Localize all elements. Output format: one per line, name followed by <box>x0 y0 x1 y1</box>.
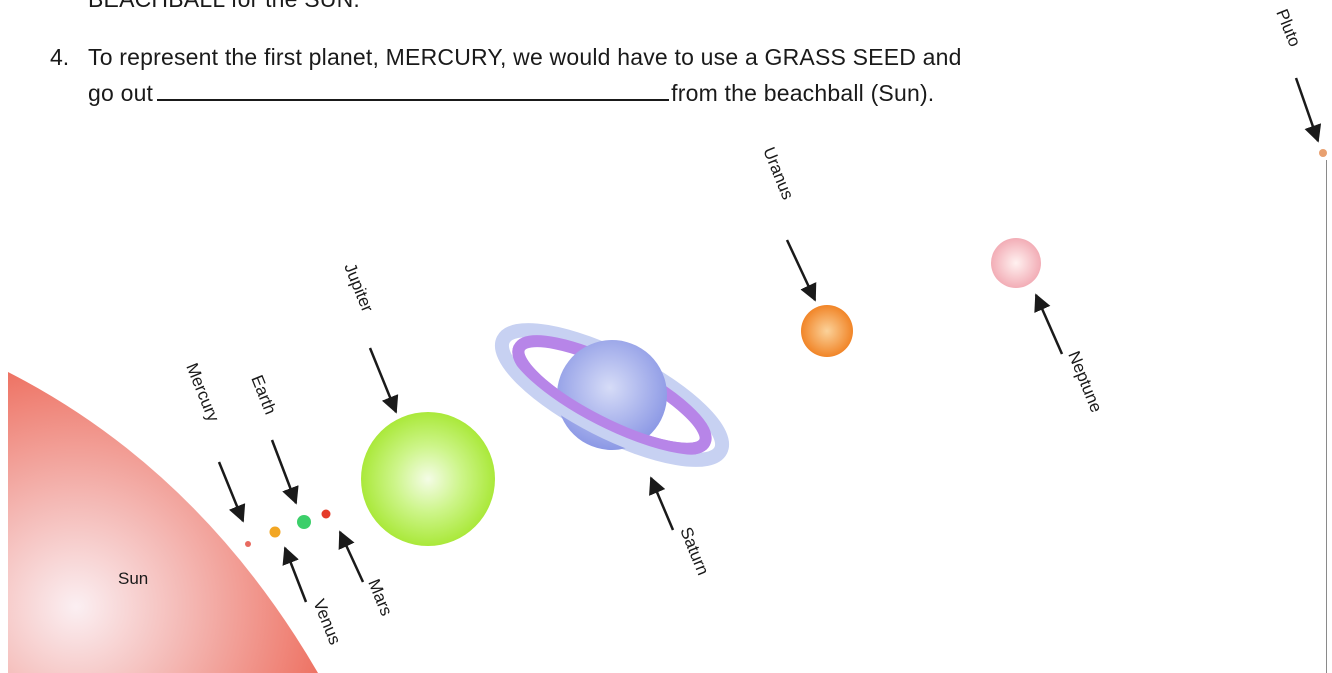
question-line-2-start: go out <box>88 80 154 106</box>
mercury-planet <box>245 541 251 547</box>
answer-blank[interactable] <box>157 81 670 101</box>
earth-label: Earth <box>247 372 280 417</box>
earth-arrow <box>270 439 299 505</box>
pluto-label: Pluto <box>1272 6 1304 49</box>
page-right-border <box>1326 160 1327 673</box>
mars-label: Mars <box>364 576 396 618</box>
venus-label: Venus <box>309 596 344 647</box>
mercury-arrow <box>217 461 246 523</box>
mars-arrow <box>338 530 365 583</box>
uranus-arrow <box>785 239 817 302</box>
earth-planet <box>297 515 311 529</box>
jupiter-planet <box>361 412 495 546</box>
question-line-1: To represent the first planet, MERCURY, … <box>88 44 962 70</box>
neptune-arrow <box>1034 293 1064 355</box>
venus-arrow <box>282 546 308 603</box>
worksheet-text: BEACHBALL for the SUN. 4. To represent t… <box>0 0 1332 130</box>
jupiter-arrow <box>368 347 399 414</box>
neptune-planet <box>991 238 1041 288</box>
uranus-planet <box>801 305 853 357</box>
saturn-arrow <box>649 476 675 531</box>
venus-planet <box>269 526 281 538</box>
saturn-planet <box>494 323 730 467</box>
mars-planet <box>321 509 331 519</box>
mercury-label: Mercury <box>182 360 223 425</box>
saturn-label: Saturn <box>676 524 712 578</box>
neptune-label: Neptune <box>1064 348 1106 415</box>
sun-label: Sun <box>118 569 148 588</box>
previous-line-text: BEACHBALL for the SUN. <box>88 0 360 13</box>
question-line-2: go out from the beachball (Sun). <box>88 80 934 107</box>
jupiter-label: Jupiter <box>340 260 377 315</box>
question-line-2-end: from the beachball (Sun). <box>671 80 935 106</box>
sun-shape <box>8 372 318 673</box>
pluto-arrow <box>1294 77 1322 143</box>
question-number: 4. <box>50 44 70 70</box>
pluto-planet <box>1319 149 1327 157</box>
uranus-label: Uranus <box>759 144 797 202</box>
